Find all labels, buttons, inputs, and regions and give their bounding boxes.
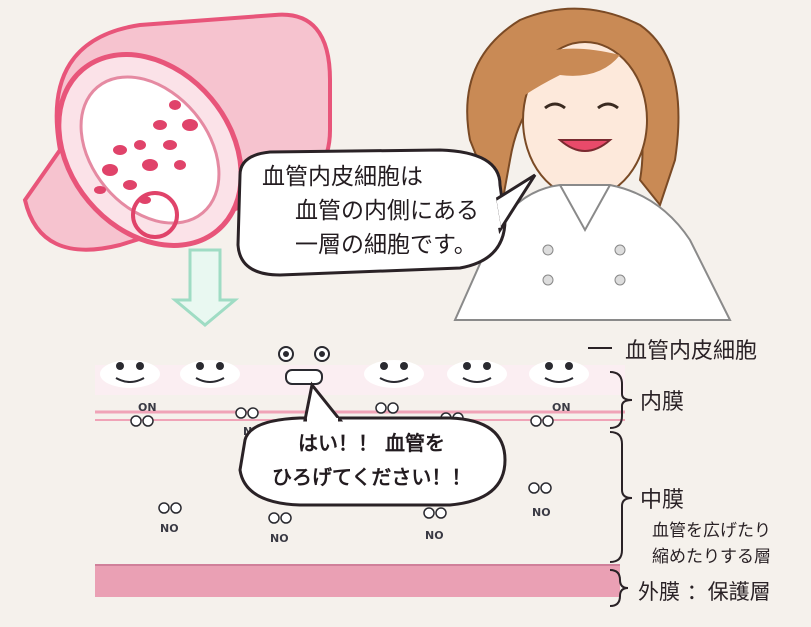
bubble-line-3: 一層の細胞です。 [295, 232, 477, 258]
cell-speech-bubble [238, 416, 507, 507]
label-intima: 内膜 [640, 390, 685, 415]
tag-no: NO [160, 522, 179, 535]
blood-vessel-illustration [22, 12, 332, 327]
adventitia-band [95, 565, 620, 597]
label-media-desc-1: 血管を広げたり [652, 521, 771, 541]
brace-adventitia [609, 569, 629, 607]
bubble-line-1: 血管内皮細胞は [262, 164, 423, 190]
doctor-character [453, 7, 732, 321]
tag-no: NO [270, 532, 289, 545]
brace-intima [609, 371, 633, 429]
cell-speech-line-2: ひろげてください！！ [272, 465, 472, 489]
blood-cells [94, 100, 198, 204]
zoom-circle [131, 191, 179, 239]
tag-no: NO [425, 529, 444, 542]
label-media: 中膜 [640, 488, 685, 513]
label-media-desc-2: 縮めたりする層 [652, 547, 771, 567]
tag-on: ON [552, 401, 571, 414]
bubble-line-2: 血管の内側にある [295, 198, 479, 224]
tag-on: ON [138, 401, 157, 414]
label-endothelium: 血管内皮細胞 [625, 339, 758, 364]
label-adventitia: 外膜 ：保護層 [638, 580, 771, 604]
cell-speech-line-1: はい！！ 血管を [298, 431, 445, 455]
down-arrow-icon [170, 248, 240, 327]
brace-media [609, 431, 633, 563]
tag-no: NO [532, 506, 551, 519]
endothelial-cells [100, 346, 589, 388]
